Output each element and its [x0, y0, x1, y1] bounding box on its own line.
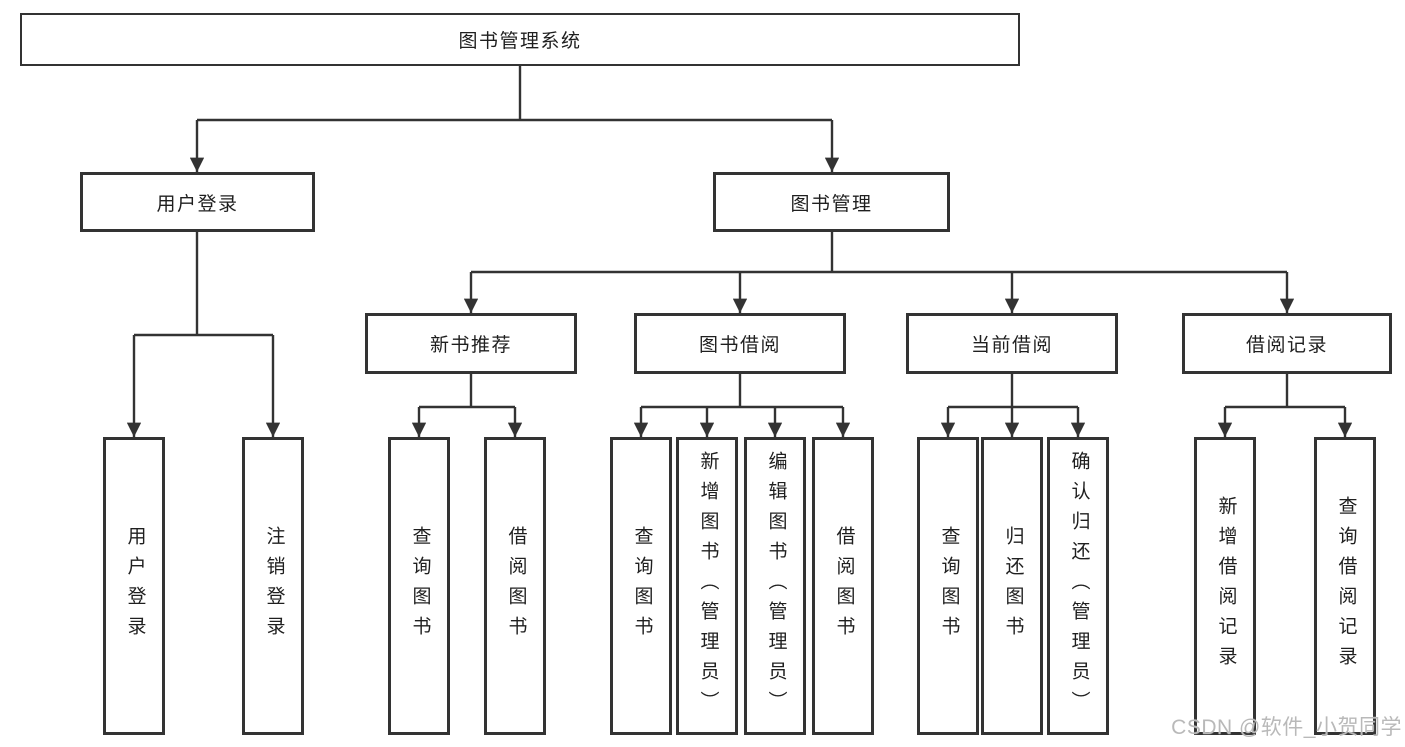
leaf-borrow-books-2: 借阅图书 [812, 437, 874, 735]
leaf-confirm-return-admin-label: 确认归还（管理员） [1068, 451, 1090, 721]
node-book-borrow: 图书借阅 [634, 313, 846, 374]
node-book-management: 图书管理 [713, 172, 950, 232]
leaf-edit-book-admin: 编辑图书（管理员） [744, 437, 806, 735]
leaf-query-books-1-label: 查询图书 [409, 526, 431, 646]
leaf-edit-book-admin-label: 编辑图书（管理员） [765, 451, 787, 721]
leaf-query-books-1: 查询图书 [388, 437, 450, 735]
leaf-confirm-return-admin: 确认归还（管理员） [1047, 437, 1109, 735]
leaf-query-books-3-label: 查询图书 [938, 526, 960, 646]
node-current-borrow-label: 当前借阅 [970, 335, 1053, 356]
connector-book-borrow-skeleton [641, 373, 843, 409]
leaf-return-book-label: 归还图书 [1002, 526, 1024, 646]
connector-user-login-skeleton [134, 232, 273, 337]
leaf-query-books-2: 查询图书 [610, 437, 672, 735]
connector-book-management-skeleton [471, 232, 1287, 274]
connector-new-book-recommend-skeleton [419, 373, 515, 409]
leaf-return-book: 归还图书 [981, 437, 1043, 735]
connector-borrow-records-skeleton [1225, 373, 1345, 409]
leaf-query-books-3: 查询图书 [917, 437, 979, 735]
leaf-borrow-books-2-label: 借阅图书 [833, 526, 855, 646]
leaf-add-borrow-record-label: 新增借阅记录 [1215, 496, 1237, 676]
node-borrow-records: 借阅记录 [1182, 313, 1392, 374]
csdn-watermark: CSDN @软件_小贺同学 [1171, 716, 1402, 739]
leaf-user-login-label: 用户登录 [124, 526, 146, 646]
node-new-book-recommend-label: 新书推荐 [429, 335, 512, 356]
leaf-logout-label: 注销登录 [263, 526, 285, 646]
node-current-borrow: 当前借阅 [906, 313, 1118, 374]
node-book-borrow-label: 图书借阅 [698, 335, 781, 356]
node-root: 图书管理系统 [20, 13, 1020, 66]
leaf-query-borrow-record: 查询借阅记录 [1314, 437, 1376, 735]
node-user-login-label: 用户登录 [156, 193, 239, 215]
node-user-login: 用户登录 [80, 172, 315, 232]
leaf-logout: 注销登录 [242, 437, 304, 735]
connector-root-skeleton [197, 66, 832, 122]
node-root-label: 图书管理系统 [458, 31, 582, 52]
leaf-add-book-admin-label: 新增图书（管理员） [697, 451, 719, 721]
leaf-borrow-books-1-label: 借阅图书 [505, 526, 527, 646]
leaf-add-borrow-record: 新增借阅记录 [1194, 437, 1256, 735]
leaf-query-books-2-label: 查询图书 [631, 526, 653, 646]
leaf-user-login: 用户登录 [103, 437, 165, 735]
leaf-borrow-books-1: 借阅图书 [484, 437, 546, 735]
leaf-add-book-admin: 新增图书（管理员） [676, 437, 738, 735]
node-book-management-label: 图书管理 [790, 193, 873, 215]
node-borrow-records-label: 借阅记录 [1245, 335, 1328, 356]
connector-current-borrow-skeleton [948, 373, 1078, 409]
node-new-book-recommend: 新书推荐 [365, 313, 577, 374]
leaf-query-borrow-record-label: 查询借阅记录 [1335, 496, 1357, 676]
